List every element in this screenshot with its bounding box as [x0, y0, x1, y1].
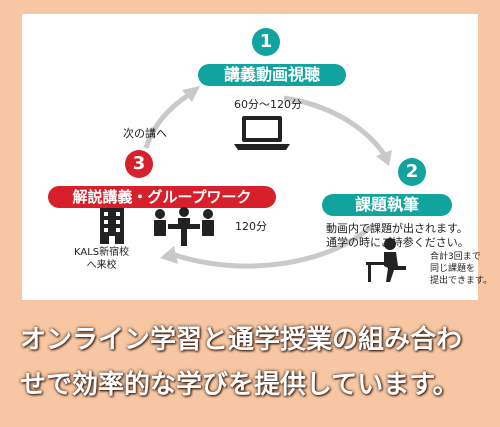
step-3-badge: 3: [125, 150, 153, 178]
caption-line-1: オンライン学習と通学授業の組み合わ: [20, 325, 463, 355]
step-1-badge: 1: [252, 28, 280, 56]
step-3-title: 解説講義・グループワーク: [48, 186, 276, 208]
step-2-note-line-2: 同じ課題を: [430, 264, 476, 274]
writing-person-icon: [366, 238, 406, 282]
arrow-1-to-2-head: [376, 150, 392, 166]
cycle-arrows: [143, 86, 392, 269]
step-2-description: 動画内で課題が出されます。 通学の時にご持参ください。: [326, 222, 469, 250]
diagram-panel: 1 講義動画視聴 60分〜120分 2 課題執筆 動画内で課題が出されます。 通…: [22, 14, 492, 300]
step-3-location-line-2: へ来校: [86, 260, 117, 271]
arrow-1-to-2: [283, 95, 387, 156]
caption: オンライン学習と通学授業の組み合わ せで効率的な学びを提供しています。: [20, 318, 490, 408]
step-2-desc-line-1: 動画内で課題が出されます。: [326, 222, 468, 235]
laptop-icon: [234, 116, 290, 150]
step-2-note-line-1: 合計3回まで: [430, 252, 481, 262]
step-3-duration: 120分: [235, 220, 267, 233]
building-icon: [100, 208, 124, 244]
step-2-note-line-3: 提出できます。: [430, 276, 493, 286]
step-1-duration: 60分〜120分: [234, 98, 302, 111]
step-3-location-line-1: KALS新宿校: [74, 247, 130, 258]
arrow-2-to-3: [171, 222, 376, 269]
step-3-location: KALS新宿校 へ来校: [74, 246, 129, 272]
arrow-3-to-1: [143, 91, 192, 149]
step-2-title: 課題執筆: [322, 194, 452, 216]
arrow-3-to-1-head: [182, 86, 200, 102]
group-meeting-icon: [154, 207, 214, 246]
caption-line-2: せで効率的な学びを提供しています。: [20, 370, 459, 400]
step-2-note: 合計3回まで 同じ課題を 提出できます。: [430, 251, 492, 287]
arrow-2-to-3-head: [160, 246, 178, 264]
step-1-title: 講義動画視聴: [198, 64, 346, 86]
step-2-badge: 2: [398, 158, 426, 186]
step-2-desc-line-2: 通学の時にご持参ください。: [326, 236, 469, 249]
next-lecture-label: 次の講へ: [123, 127, 167, 140]
